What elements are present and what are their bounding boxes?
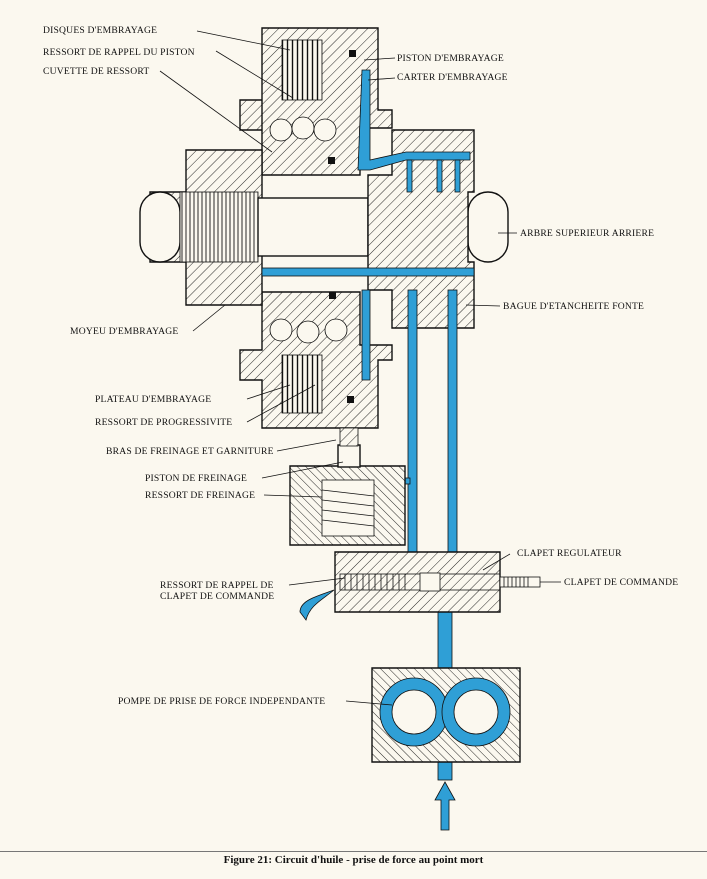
leader-lines bbox=[159, 30, 561, 706]
label-bague: BAGUE D'ETANCHEITE FONTE bbox=[503, 301, 644, 312]
pump bbox=[371, 667, 521, 763]
brake-unit bbox=[289, 427, 406, 546]
piston-springs bbox=[269, 116, 348, 344]
label-bras: BRAS DE FREINAGE ET GARNITURE bbox=[106, 446, 274, 457]
label-plateau: PLATEAU D'EMBRAYAGE bbox=[95, 394, 211, 405]
label-ressort-freinage: RESSORT DE FREINAGE bbox=[145, 490, 255, 501]
labels: DISQUES D'EMBRAYAGE RESSORT DE RAPPEL DU… bbox=[43, 25, 678, 707]
label-pompe: POMPE DE PRISE DE FORCE INDEPENDANTE bbox=[118, 696, 325, 707]
seals bbox=[328, 50, 356, 403]
label-clapet-regulateur: CLAPET REGULATEUR bbox=[517, 548, 622, 559]
valve-block bbox=[334, 551, 541, 613]
label-clapet-commande: CLAPET DE COMMANDE bbox=[564, 577, 678, 588]
label-piston-embrayage: PISTON D'EMBRAYAGE bbox=[397, 53, 504, 64]
label-carter: CARTER D'EMBRAYAGE bbox=[397, 72, 508, 83]
label-disques: DISQUES D'EMBRAYAGE bbox=[43, 25, 157, 36]
label-rappel-clapet-2: CLAPET DE COMMANDE bbox=[160, 591, 274, 602]
label-moyeu: MOYEU D'EMBRAYAGE bbox=[70, 326, 178, 337]
label-cuvette: CUVETTE DE RESSORT bbox=[43, 66, 149, 77]
label-ressort-rappel-piston: RESSORT DE RAPPEL DU PISTON bbox=[43, 47, 195, 58]
label-piston-freinage: PISTON DE FREINAGE bbox=[145, 473, 247, 484]
label-rappel-clapet-1: RESSORT DE RAPPEL DE bbox=[160, 580, 274, 591]
caption-rule bbox=[0, 851, 707, 852]
label-arbre: ARBRE SUPERIEUR ARRIERE bbox=[520, 228, 654, 239]
label-progressivite: RESSORT DE PROGRESSIVITE bbox=[95, 417, 232, 428]
distribution-block bbox=[367, 129, 475, 329]
figure-caption: Figure 21: Circuit d'huile - prise de fo… bbox=[223, 854, 484, 866]
